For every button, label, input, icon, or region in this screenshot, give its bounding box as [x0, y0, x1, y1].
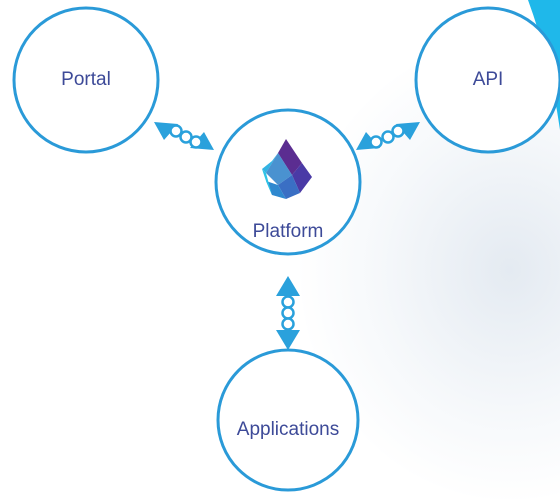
portal-node — [12, 6, 160, 154]
connector-platform-applications — [276, 276, 300, 350]
api-label: API — [472, 69, 504, 90]
platform-label: Platform — [252, 221, 324, 242]
corner-accent — [528, 0, 560, 130]
applications-label: Applications — [236, 419, 340, 440]
platform-logo-icon — [262, 139, 312, 199]
api-node — [414, 6, 560, 154]
connector-portal-platform — [154, 122, 214, 150]
portal-label: Portal — [61, 69, 111, 90]
connector-api-platform — [356, 122, 420, 150]
